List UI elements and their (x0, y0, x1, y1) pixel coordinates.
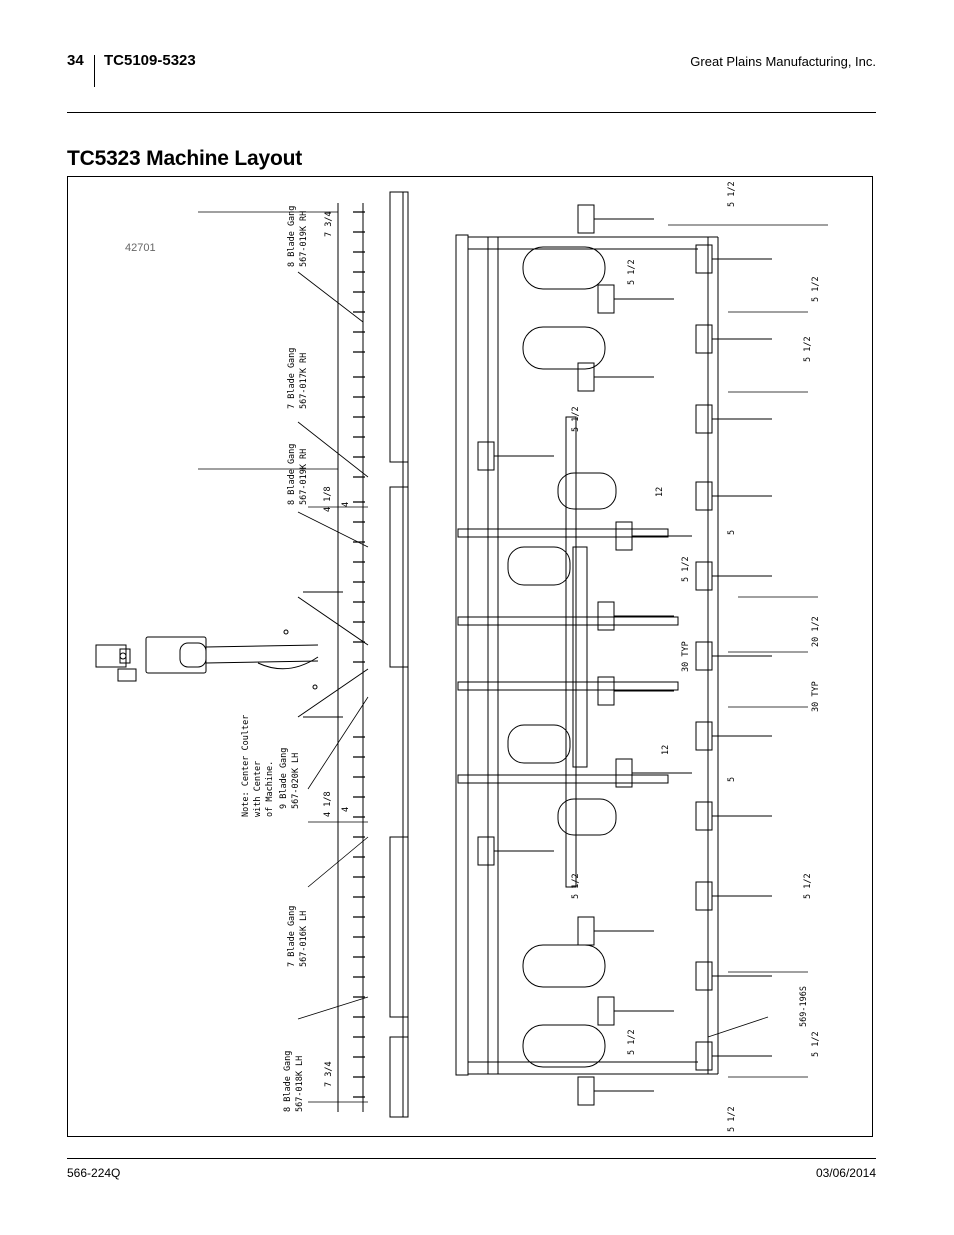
main-frame (455, 234, 719, 1076)
wheels (507, 246, 617, 1068)
dim-5-1-2-j: 5 1/2 (811, 1031, 821, 1057)
dim-5-1-2-f: 5 1/2 (681, 556, 691, 582)
company-name: Great Plains Manufacturing, Inc. (690, 54, 876, 69)
note-line-2: with Center (253, 761, 263, 817)
footer-rule (67, 1158, 876, 1159)
gang-label-2a: 7 Blade Gang (287, 348, 297, 409)
dim-5-top: 5 (727, 530, 737, 535)
dim-4-bottom: 4 (341, 807, 351, 812)
header-rule (67, 112, 876, 113)
gang-label-3b: 567-019K RH (299, 449, 309, 505)
gang-label-4a: 9 Blade Gang (279, 748, 289, 809)
machine-layout-diagram: 8 Blade Gang 567-019K RH 7 Blade Gang 56… (95, 181, 828, 1132)
gang-labels: 8 Blade Gang 567-019K RH 7 Blade Gang 56… (279, 206, 309, 1112)
dim-5-1-2-d: 5 1/2 (803, 336, 813, 362)
shanks-rear (695, 244, 772, 1071)
gang-label-1a: 8 Blade Gang (287, 206, 297, 267)
dim-5-1-2-i: 5 1/2 (627, 1029, 637, 1055)
dim-4-1-8-top: 4 1/8 (323, 486, 333, 512)
dim-12-bottom: 12 (661, 745, 671, 755)
shanks-front (477, 204, 692, 1106)
gang-label-4b: 567-020K LH (291, 753, 301, 809)
hitch-assembly (95, 591, 369, 718)
dim-20-1-2: 20 1/2 (811, 616, 821, 647)
dim-5-1-2-h: 5 1/2 (803, 873, 813, 899)
coulter-gang-bar (337, 191, 409, 1118)
footer-date: 03/06/2014 (815, 1166, 876, 1180)
gang-label-3a: 8 Blade Gang (287, 444, 297, 505)
dim-5-1-2-k: 5 1/2 (727, 1106, 737, 1132)
dim-5-bottom: 5 (727, 777, 737, 782)
dimension-labels: 7 3/4 7 3/4 4 1/8 4 4 1/8 4 5 1/2 5 1/2 … (323, 181, 821, 1132)
dim-5-1-2-a: 5 1/2 (727, 181, 737, 207)
dim-5-1-2-g: 5 1/2 (571, 873, 581, 899)
dim-7-3-4-bottom: 7 3/4 (324, 1061, 334, 1087)
dim-12-top: 12 (655, 487, 665, 497)
dim-7-3-4-top: 7 3/4 (324, 211, 334, 237)
dim-30-typ-inner: 30 TYP (681, 641, 691, 672)
dim-30-typ-outer: 30 TYP (811, 681, 821, 712)
dim-5-1-2-e: 5 1/2 (571, 406, 581, 432)
page-number: 34 (67, 52, 84, 69)
leader-lines (297, 271, 769, 1038)
dimension-lines (198, 211, 828, 1103)
gang-label-6a: 8 Blade Gang (283, 1051, 293, 1112)
note-line-3: of Machine. (265, 761, 275, 817)
gang-label-5a: 7 Blade Gang (287, 906, 297, 967)
gang-label-5b: 567-016K LH (299, 911, 309, 967)
dim-5-1-2-b: 5 1/2 (627, 259, 637, 285)
dim-4-1-8-bottom: 4 1/8 (323, 791, 333, 817)
page-title: TC5323 Machine Layout (67, 147, 303, 170)
figure-frame (67, 176, 873, 1137)
dim-4-top: 4 (341, 502, 351, 507)
figure-number: 42701 (125, 242, 156, 254)
gang-label-1b: 567-019K RH (299, 211, 309, 267)
gang-label-2b: 567-017K RH (299, 353, 309, 409)
document-id: TC5109-5323 (104, 52, 196, 69)
header-vertical-rule (94, 55, 95, 87)
note-text: Note: Center Coulter with Center of Mach… (241, 715, 275, 817)
coulter-blades (353, 211, 365, 1098)
footer-part-number: 566-224Q (67, 1166, 121, 1180)
dim-5-1-2-c: 5 1/2 (811, 276, 821, 302)
gang-label-6b: 567-018K LH (295, 1056, 305, 1112)
note-line-1: Note: Center Coulter (241, 715, 251, 817)
part-569-196s: 569-196S (799, 986, 809, 1027)
